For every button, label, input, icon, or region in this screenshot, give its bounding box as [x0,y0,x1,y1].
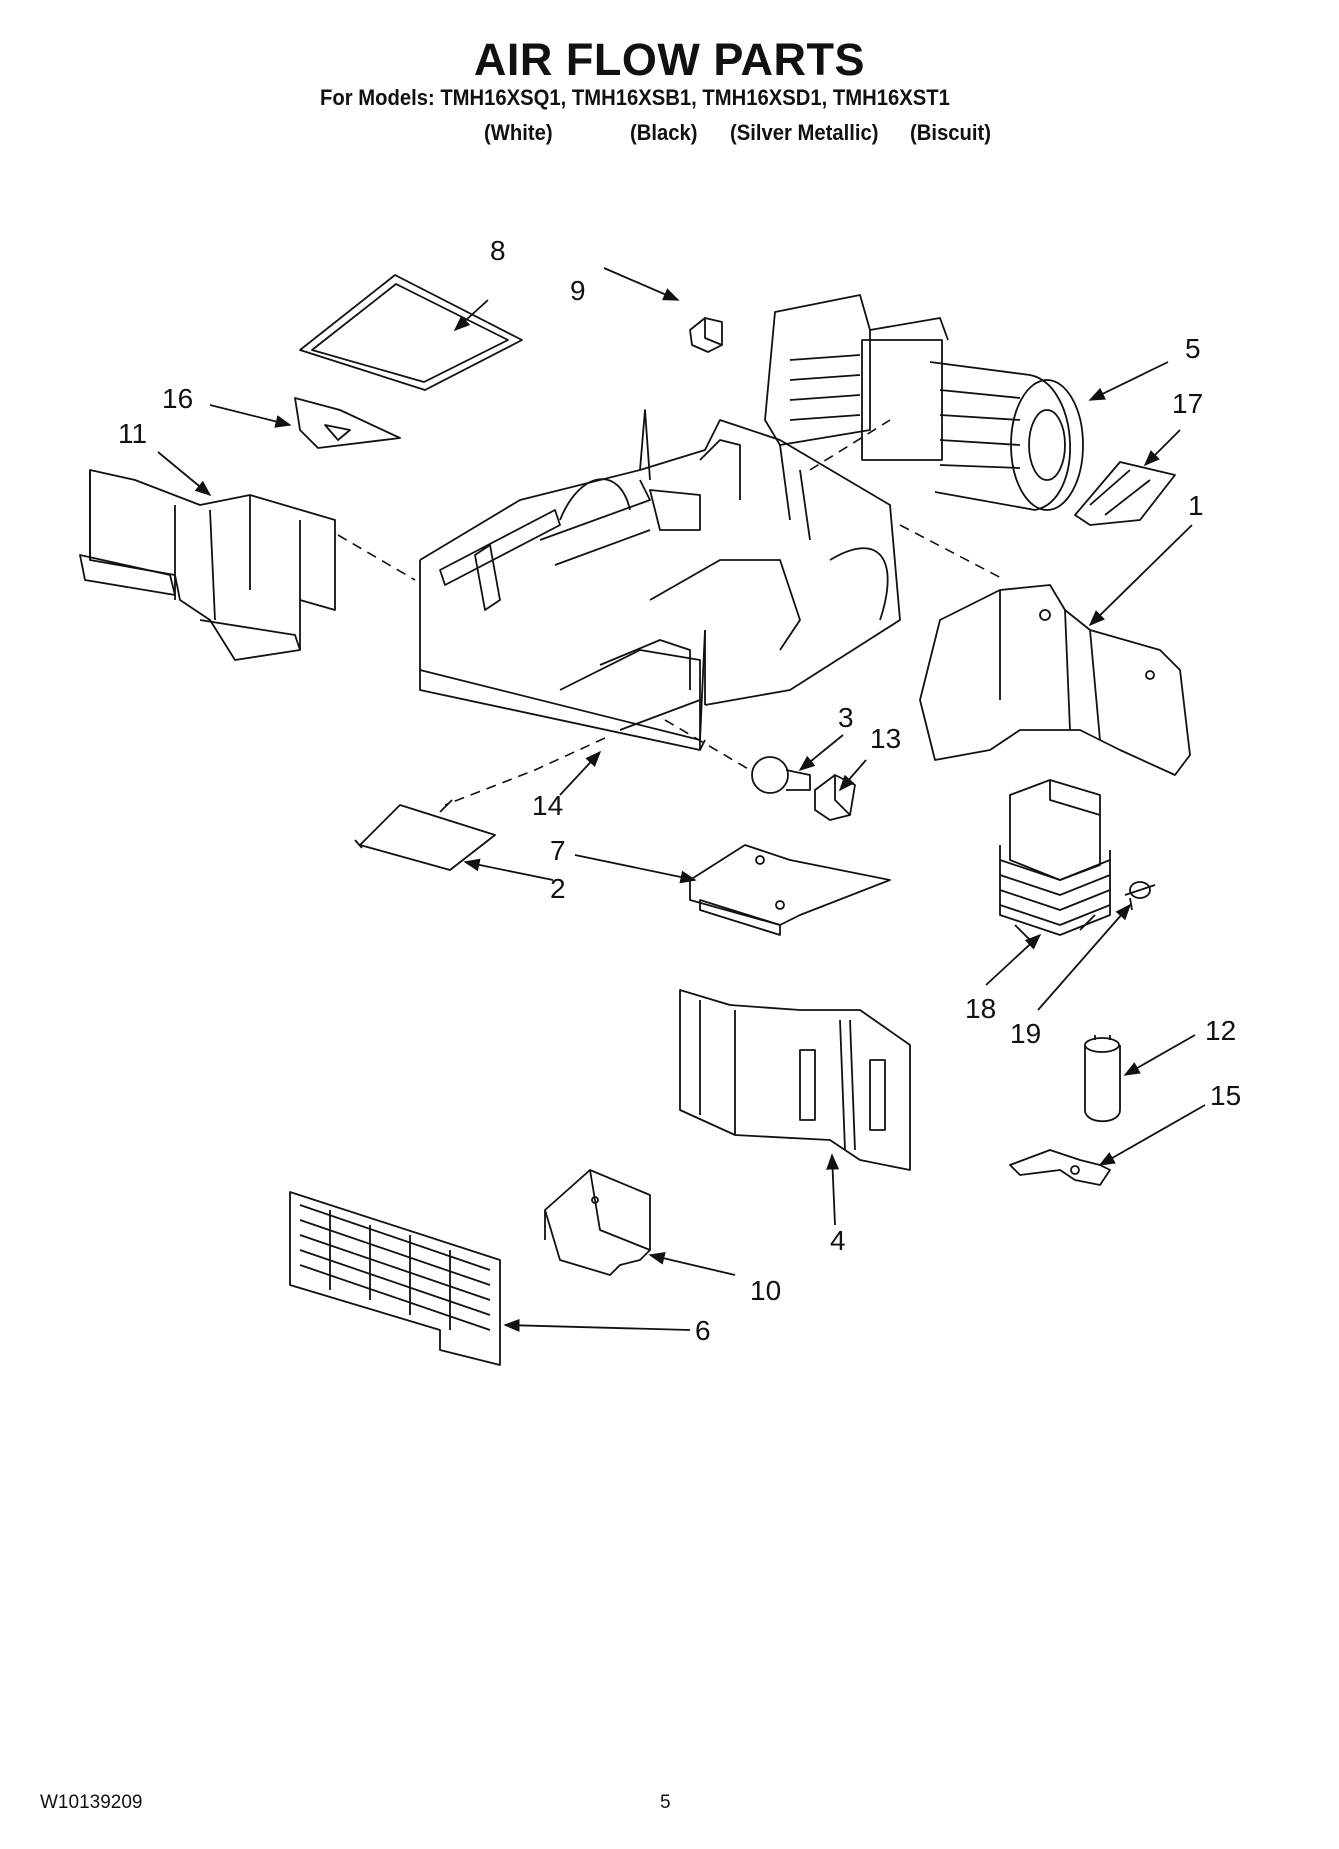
page-number: 5 [660,1792,671,1813]
part-9-clip [689,317,723,353]
part-16-plate [294,397,401,449]
callout-6: 6 [695,1315,711,1346]
part-17-bracket [1074,461,1176,526]
callout-2: 2 [550,873,566,904]
models-line: For Models: TMH16XSQ1, TMH16XSB1, TMH16X… [320,85,950,110]
callout-15: 15 [1210,1080,1241,1111]
part-3-lamp [751,756,811,794]
part-15-bracket [1009,1149,1111,1186]
part-18-transformer [999,779,1111,941]
color-silver-metallic: (Silver Metallic) [730,120,879,145]
color-black: (Black) [630,120,698,145]
part-6-grille [289,1191,501,1366]
main-housing [419,409,901,751]
callout-17: 17 [1172,388,1203,419]
callout-12: 12 [1205,1015,1236,1046]
part-1-duct [919,584,1191,776]
callout-14: 14 [532,790,563,821]
callout-9: 9 [570,275,586,306]
part-4-duct [679,989,911,1171]
callout-13: 13 [870,723,901,754]
doc-number: W10139209 [40,1792,143,1813]
part-10-hood [544,1169,651,1276]
part-5-blower [764,294,1084,511]
callout-8: 8 [490,235,506,266]
part-12-capacitor [1084,1035,1121,1123]
part-8-filter [299,274,523,391]
callout-4: 4 [830,1225,846,1256]
callout-10: 10 [750,1275,781,1306]
part-2-cover [354,799,496,871]
part-13-socket [814,774,856,821]
callout-11: 11 [118,418,147,449]
callout-1: 1 [1188,490,1204,521]
callout-7: 7 [550,835,566,866]
callout-5: 5 [1185,333,1201,364]
callout-16: 16 [162,383,193,414]
part-7-plate [689,844,891,936]
callout-19: 19 [1010,1018,1041,1049]
page-title: AIR FLOW PARTS [473,34,866,85]
callout-18: 18 [965,993,996,1024]
part-11-duct [79,469,336,661]
callout-3: 3 [838,702,854,733]
color-white: (White) [484,120,553,145]
color-biscuit: (Biscuit) [910,120,991,145]
